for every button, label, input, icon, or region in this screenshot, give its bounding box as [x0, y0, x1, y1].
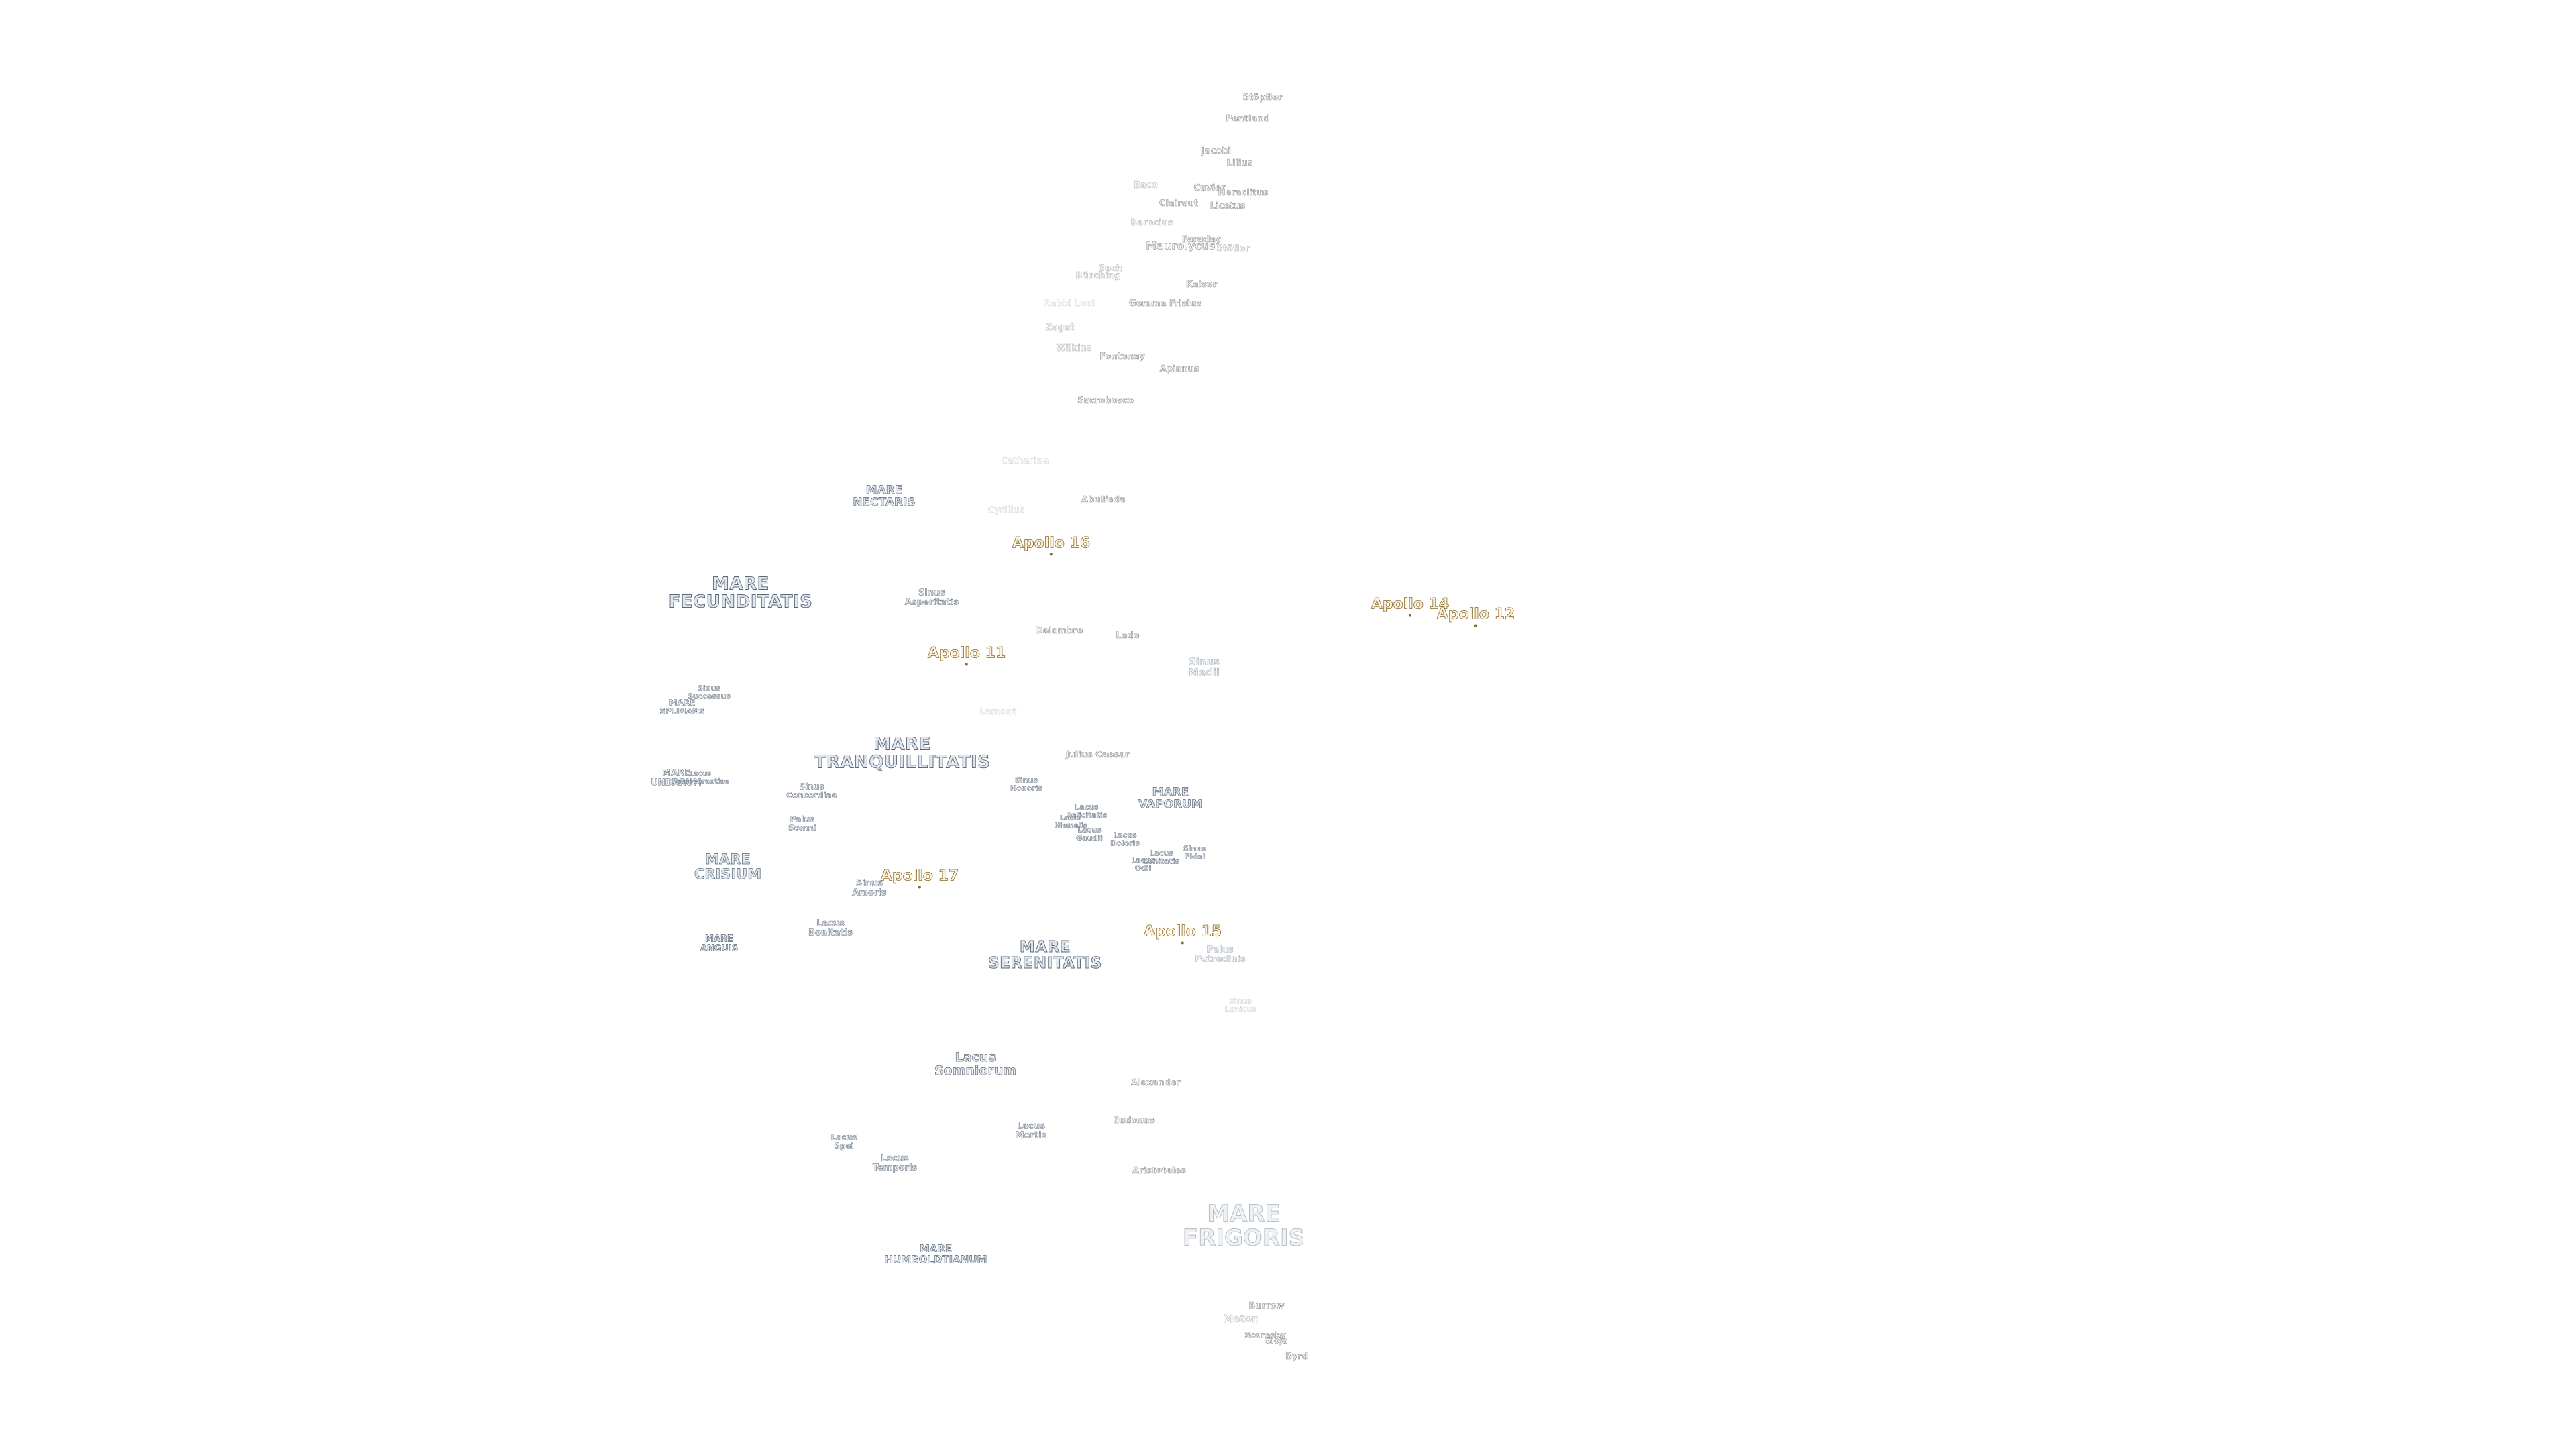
label-mare-undarum: MARE UNDARUM	[651, 768, 702, 788]
label-mare-frigoris: MARE FRIGORIS	[1182, 1200, 1305, 1251]
apollo-16-site: Apollo 16	[1012, 535, 1091, 556]
label-heraclitus: Heraclitus	[1218, 188, 1269, 199]
label-lacus-felicitatis: Lacus Felicitatis	[1066, 802, 1108, 819]
label-licetus: Licetus	[1210, 201, 1246, 212]
apollo-11-site: Apollo 11	[927, 645, 1006, 666]
label-aristoteles: Aristoteles	[1132, 1166, 1186, 1177]
label-catharina: Catharina	[1001, 456, 1049, 467]
label-mare-nectaris: MARE NECTARIS	[853, 484, 916, 509]
label-julius-caesar: Julius Caesar	[1065, 750, 1130, 761]
label-clairaut: Clairaut	[1159, 199, 1198, 209]
label-jacobi: Jacobi	[1201, 146, 1232, 157]
label-sinus-lunicus: Sinus Lunicus	[1224, 996, 1256, 1013]
label-mare-anguis: MARE ANGUIS	[700, 934, 739, 953]
label-lacus-gaudii: Lacus Gaudii	[1076, 825, 1103, 842]
label-palus-putredinis: Palus Putredinis	[1195, 945, 1246, 964]
label-eudoxus: Eudoxus	[1113, 1116, 1155, 1126]
label-lacus-mortis: Lacus Mortis	[1015, 1121, 1047, 1140]
label-mare-serenitatis: MARE SERENITATIS	[988, 938, 1102, 972]
label-zagut: Zagut	[1045, 323, 1075, 333]
label-lacus-hiemalis: Lacus Hiemalis	[1054, 814, 1087, 829]
label-kaiser: Kaiser	[1185, 280, 1218, 290]
label-lacus-perseverantiae: Lacus Perseverantiae	[672, 770, 729, 785]
apollo-15-site: Apollo 15	[1143, 923, 1222, 945]
label-wilkins: Wilkins	[1056, 343, 1092, 354]
label-pentland: Pentland	[1226, 114, 1270, 125]
label-maurolycus: Maurolycus	[1146, 239, 1216, 252]
label-cuvier: Cuvier	[1193, 183, 1226, 194]
label-mare-vaporum: MARE VAPORUM	[1138, 786, 1203, 811]
label-apianus: Apianus	[1159, 364, 1199, 375]
label-cyrillus: Cyrillus	[987, 505, 1025, 516]
label-stoefler: Stöfler	[1216, 244, 1250, 254]
label-abulfeda: Abulfeda	[1081, 495, 1126, 506]
label-meton: Meton	[1223, 1313, 1259, 1326]
label-mare-tranquillitatis: MARE TRANQUILLITATIS	[814, 734, 991, 773]
apollo-12-site: Apollo 12	[1436, 606, 1515, 627]
label-gemma-frisius: Gemma Frisius	[1129, 299, 1201, 309]
label-lamont: Lamont	[979, 707, 1017, 718]
label-rabbi-levi: Rabbi Levi	[1043, 299, 1095, 309]
label-sinus-medii: Sinus Medii	[1188, 655, 1220, 678]
label-mare-fecunditatis: MARE FECUNDITATIS	[668, 574, 813, 612]
label-lacus-temporis: Lacus Temporis	[872, 1153, 918, 1173]
label-mare-crisium: MARE CRISIUM	[694, 851, 762, 882]
label-sinus-amoris: Sinus Amoris	[852, 878, 887, 898]
label-lacus-lenitatis: Lacus Lenitatis	[1142, 849, 1180, 865]
label-buch: Buch	[1097, 264, 1123, 274]
label-lacus-bonitatis: Lacus Bonitatis	[808, 918, 853, 938]
label-mare-humboldtianum: MARE HUMBOLDTIANUM	[884, 1242, 987, 1265]
label-buesching: Büsching	[1075, 271, 1121, 282]
label-alexander: Alexander	[1130, 1078, 1181, 1089]
label-lacus-odii: Lacus Odii	[1131, 855, 1155, 872]
label-lacus-somniorum: Lacus Somniorum	[934, 1050, 1017, 1078]
label-sinus-honoris: Sinus Honoris	[1010, 775, 1042, 792]
label-faraday: Faraday	[1181, 235, 1222, 246]
label-lacus-spei: Lacus Spei	[830, 1132, 857, 1150]
label-sinus-fidei: Sinus Fidei	[1183, 844, 1206, 861]
label-sinus-concordiae: Sinus Concordiae	[786, 782, 837, 800]
label-gioja: Gioja	[1264, 1336, 1288, 1346]
label-baco: Baco	[1134, 180, 1158, 191]
label-lade: Lade	[1116, 631, 1140, 641]
label-lacus-doloris: Lacus Doloris	[1110, 830, 1140, 847]
label-sinus-asperitatis: Sinus Asperitatis	[904, 588, 959, 607]
label-palus-somni: Palus Somni	[788, 814, 817, 833]
label-burrow: Burrow	[1248, 1301, 1285, 1312]
label-sacrobosco: Sacrobosco	[1077, 396, 1134, 407]
label-fontenay: Fontenay	[1099, 352, 1145, 362]
label-scoresby: Scoresby	[1244, 1330, 1286, 1340]
label-byrd: Byrd	[1285, 1352, 1309, 1362]
apollo-14-site: Apollo 14	[1371, 596, 1450, 617]
label-lilius: Lilius	[1226, 158, 1253, 169]
apollo-17-site: Apollo 17	[880, 867, 959, 889]
label-sinus-successus: Sinus Successus	[688, 684, 731, 700]
label-barocius: Barocius	[1130, 218, 1173, 229]
label-mare-spumans: MARE SPUMANS	[659, 698, 705, 716]
label-delambre: Delambre	[1035, 626, 1083, 637]
label-stoepfler: Stöpfler	[1242, 93, 1283, 103]
